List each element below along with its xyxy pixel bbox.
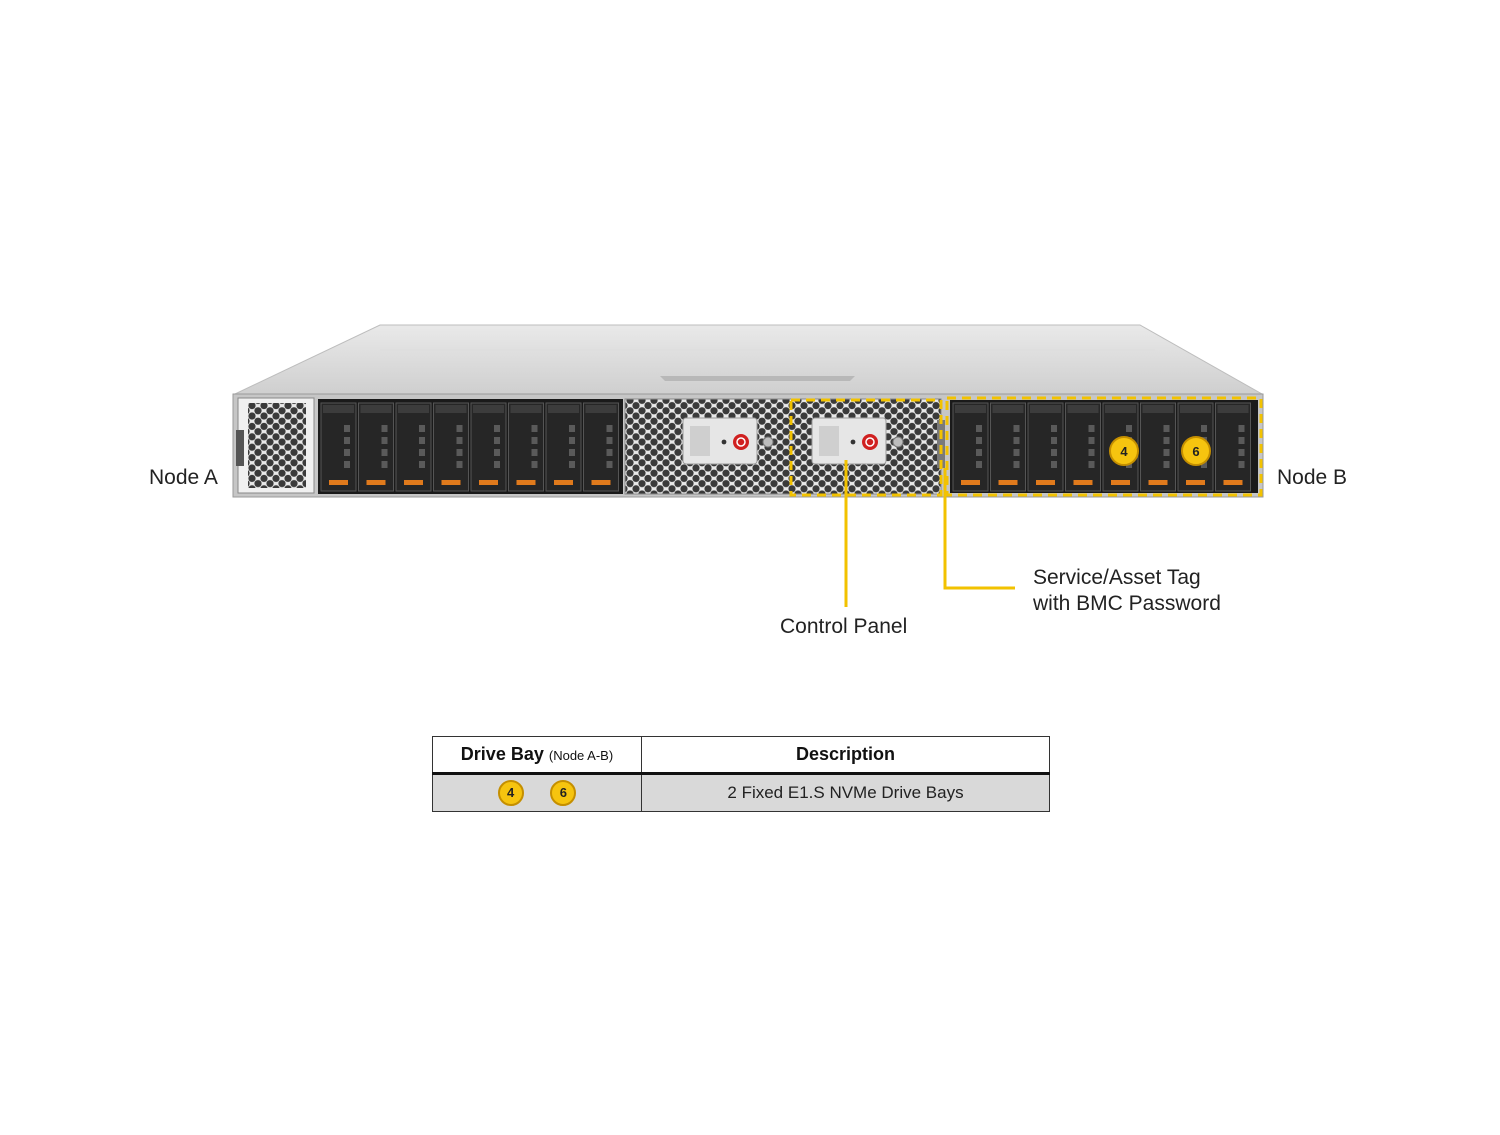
- drive-callout-6-label: 6: [1192, 444, 1199, 459]
- drive-sled: [545, 402, 582, 492]
- power-button-icon: [733, 434, 749, 450]
- chassis-top: [234, 324, 1264, 395]
- drive-sled: [358, 402, 394, 492]
- drive-sled: [433, 402, 469, 492]
- header-drive-bay-text: Drive Bay: [460, 744, 544, 764]
- control-panel-label: Control Panel: [780, 615, 908, 638]
- drive-sled: [320, 402, 357, 492]
- table-header-row: Drive Bay (Node A-B) Description: [432, 736, 1050, 775]
- service-tag-leader: [943, 468, 1015, 590]
- control-panel-left: [682, 417, 758, 465]
- chassis-top-recess: [660, 376, 855, 381]
- drive-callout-4: 4: [1109, 436, 1139, 466]
- node-a-drives: [318, 399, 623, 494]
- drive-sled: [395, 402, 432, 492]
- bay-badge-4: 4: [497, 780, 524, 806]
- drive-sled: [1065, 402, 1101, 492]
- power-button-icon: [862, 434, 878, 450]
- service-tag-label: Service/Asset Tag with BMC Password: [1033, 565, 1221, 617]
- drive-callout-4-label: 4: [1120, 444, 1128, 459]
- control-panel-right: [811, 417, 887, 465]
- header-description: Description: [641, 736, 1050, 775]
- table-row: 4 6 2 Fixed E1.S NVMe Drive Bays: [432, 773, 1050, 812]
- node-b-label: Node B: [1277, 466, 1348, 489]
- service-tag: [937, 420, 945, 468]
- drive-sled: [1027, 402, 1064, 492]
- drive-sled: [1215, 402, 1251, 492]
- drive-callout-6: 6: [1181, 436, 1211, 466]
- node-a-label: Node A: [149, 466, 218, 489]
- header-drive-bay-sub: (Node A-B): [548, 748, 614, 763]
- drive-bay-cell: 4 6: [432, 773, 642, 812]
- drive-sled: [508, 402, 544, 492]
- description-cell: 2 Fixed E1.S NVMe Drive Bays: [641, 773, 1050, 812]
- drive-sled: [1140, 402, 1176, 492]
- service-tag-label-line1: Service/Asset Tag: [1033, 566, 1201, 589]
- drive-bay-table: Drive Bay (Node A-B) Description 4 6 2 F…: [432, 736, 1050, 812]
- control-panel-callout-box: [789, 398, 943, 497]
- header-drive-bay: Drive Bay (Node A-B): [432, 736, 642, 775]
- bay-badge-6: 6: [550, 780, 577, 806]
- middle-section: [624, 398, 942, 495]
- drive-sled: [470, 402, 507, 492]
- drive-sled: [990, 402, 1026, 492]
- drive-sled: [952, 402, 989, 492]
- node-b-drives: [950, 400, 1258, 493]
- node-b-drives-callout-box: [945, 396, 1263, 497]
- service-tag-label-line2: with BMC Password: [1033, 592, 1221, 615]
- drive-sled: [583, 402, 619, 492]
